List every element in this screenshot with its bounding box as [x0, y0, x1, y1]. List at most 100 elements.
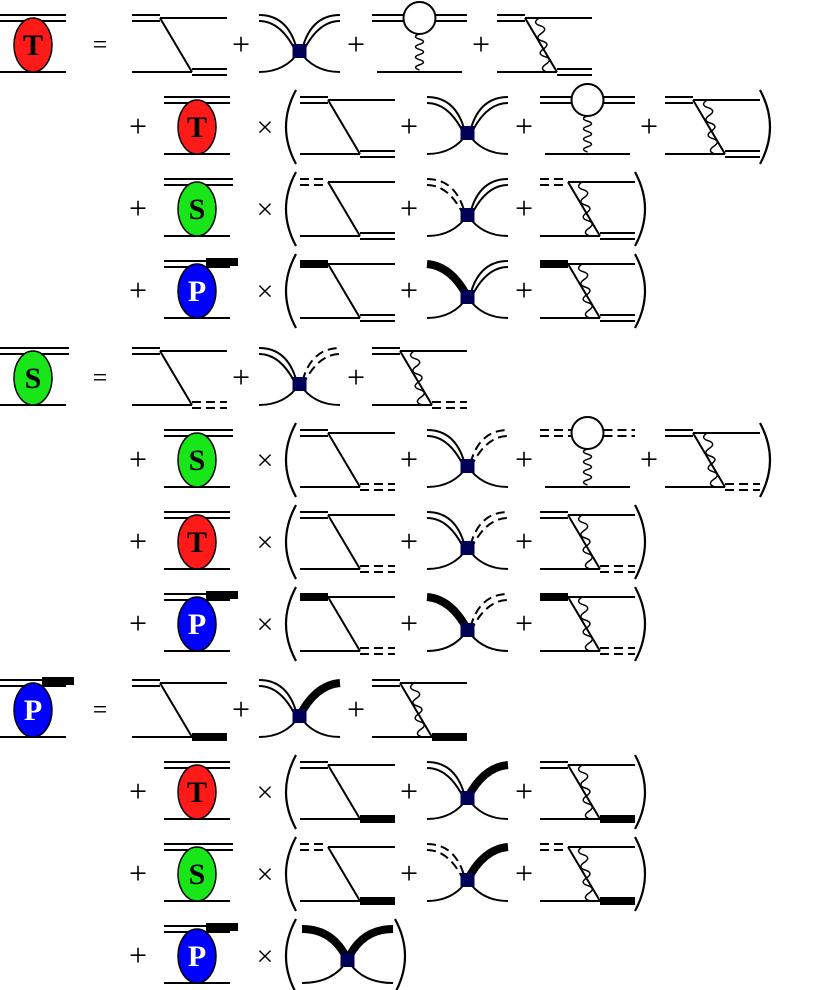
right-paren — [759, 89, 771, 165]
equation-T: T=++++T×++++S×+++P×++ — [0, 1, 771, 329]
diagram-term — [300, 96, 395, 158]
vertex-square — [292, 709, 307, 723]
diagram-term — [372, 679, 467, 741]
plus-sign: + — [472, 26, 490, 62]
diagram-term — [665, 96, 760, 158]
left-paren — [285, 918, 297, 990]
equation-row: +S×++ — [129, 171, 646, 247]
lhs-vertex-P — [13, 682, 53, 738]
plus-sign: + — [515, 523, 533, 559]
times-sign: × — [257, 526, 274, 559]
vertex-label-T: T — [187, 111, 207, 144]
vertex-square — [460, 541, 475, 555]
diagram-term — [300, 429, 395, 491]
factor-vertex-T — [177, 514, 217, 570]
times-sign: × — [257, 858, 274, 891]
times-sign: × — [257, 275, 274, 308]
equation-row: +S×+++ — [129, 416, 771, 498]
diagram-term — [426, 178, 509, 237]
diagram-term — [426, 429, 509, 488]
plus-sign: + — [232, 691, 250, 727]
plus-sign: + — [515, 108, 533, 144]
vertex-square — [460, 459, 475, 473]
left-paren — [285, 754, 297, 830]
diagram-term — [426, 843, 509, 902]
times-sign: × — [257, 608, 274, 641]
factor-vertex-S — [177, 846, 217, 902]
right-paren — [634, 253, 646, 329]
factor-vertex-S — [177, 432, 217, 488]
diagram-term — [300, 511, 395, 573]
factor-vertex-P — [177, 263, 217, 319]
vertex-label-T: T — [187, 776, 207, 809]
diagram-term — [540, 416, 635, 488]
left-paren — [285, 504, 297, 580]
vertex-label-T: T — [187, 526, 207, 559]
vertex-label-S: S — [25, 362, 42, 395]
diagram-term — [540, 260, 635, 322]
diagram-term — [665, 429, 760, 491]
vertex-label-P: P — [24, 694, 42, 727]
diagram-term — [540, 178, 635, 240]
plus-sign: + — [400, 190, 418, 226]
equation-row: S=++ — [0, 347, 467, 409]
times-sign: × — [257, 940, 274, 973]
right-paren — [394, 918, 406, 990]
vertex-square — [292, 377, 307, 391]
plus-sign: + — [347, 26, 365, 62]
plus-sign: + — [347, 359, 365, 395]
vertex-label-S: S — [189, 444, 206, 477]
times-sign: × — [257, 193, 274, 226]
factor-vertex-P — [177, 928, 217, 984]
vertex-square — [460, 290, 475, 304]
diagram-term — [300, 260, 395, 322]
factor-vertex-T — [177, 764, 217, 820]
plus-sign: + — [400, 523, 418, 559]
right-paren — [634, 504, 646, 580]
diagram-term — [300, 843, 395, 905]
times-sign: × — [257, 111, 274, 144]
diagram-term — [372, 1, 467, 73]
diagram-term — [132, 347, 227, 409]
equation-S: S=+++S×++++T×+++P×++ — [0, 347, 771, 662]
diagram-term — [426, 593, 509, 652]
plus-sign: + — [640, 441, 658, 477]
vertex-square — [460, 208, 475, 222]
vertex-square — [460, 873, 475, 887]
plus-sign: + — [515, 605, 533, 641]
plus-sign: + — [400, 272, 418, 308]
diagram-term — [258, 679, 341, 738]
vertex-label-S: S — [189, 858, 206, 891]
factor-vertex-S — [177, 181, 217, 237]
plus-sign: + — [129, 855, 147, 891]
plus-sign: + — [515, 773, 533, 809]
left-paren — [285, 586, 297, 662]
right-paren — [759, 422, 771, 498]
plus-sign: + — [129, 190, 147, 226]
diagram-term — [426, 761, 509, 820]
vertex-square — [460, 791, 475, 805]
lhs-vertex-T — [13, 17, 53, 73]
diagram-term — [540, 761, 635, 823]
plus-sign: + — [129, 441, 147, 477]
right-paren — [634, 171, 646, 247]
diagram-term — [372, 347, 467, 409]
plus-sign: + — [129, 272, 147, 308]
diagram-term — [258, 347, 341, 406]
equation-row: +T×++ — [129, 754, 646, 830]
diagram-term — [426, 260, 509, 319]
plus-sign: + — [640, 108, 658, 144]
plus-sign: + — [129, 773, 147, 809]
plus-sign: + — [400, 108, 418, 144]
plus-sign: + — [515, 272, 533, 308]
vertex-label-P: P — [188, 608, 206, 641]
left-paren — [285, 253, 297, 329]
equals-sign: = — [93, 695, 108, 724]
equals-sign: = — [93, 30, 108, 59]
diagram-term — [540, 843, 635, 905]
equation-row: T=+++ — [0, 1, 592, 76]
vertex-label-T: T — [23, 29, 43, 62]
right-paren — [634, 836, 646, 912]
equation-P: P=+++T×+++S×+++P× — [0, 677, 646, 990]
